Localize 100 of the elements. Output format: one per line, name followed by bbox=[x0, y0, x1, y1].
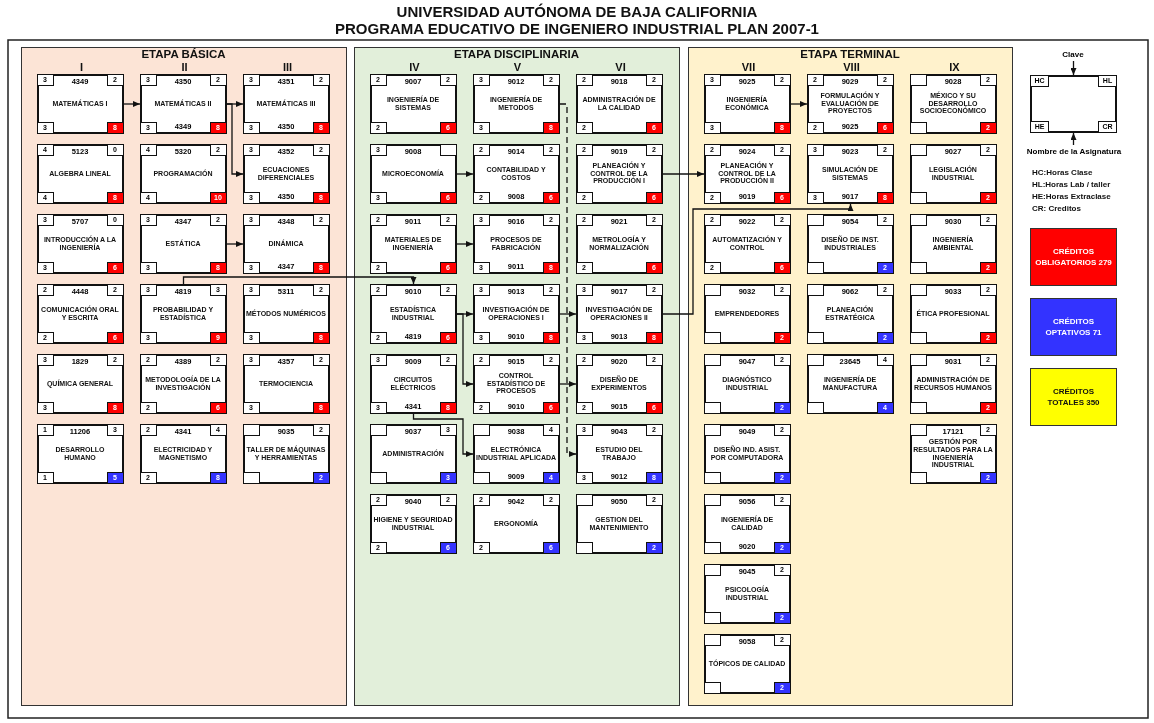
class-hours-cell bbox=[909, 213, 927, 226]
extra-hours-cell bbox=[703, 331, 721, 344]
semester-heading: VI bbox=[614, 61, 627, 73]
arrow bbox=[1070, 60, 1077, 76]
extra-hours-cell bbox=[909, 401, 927, 414]
course-box bbox=[242, 423, 330, 484]
credits-summary-box: CRÉDITOS OBLIGATORIOS 279 bbox=[1030, 228, 1117, 286]
course-box bbox=[703, 633, 791, 694]
class-hours-cell bbox=[909, 283, 927, 296]
course-box bbox=[575, 73, 663, 134]
extra-hours-cell bbox=[703, 681, 721, 694]
legend-note: HC:Horas Clase bbox=[1032, 168, 1094, 177]
extra-hours-cell bbox=[909, 191, 927, 204]
stage-panel bbox=[354, 47, 680, 706]
extra-hours-cell bbox=[369, 471, 387, 484]
class-hours-cell bbox=[806, 353, 824, 366]
course-box bbox=[36, 423, 124, 484]
stage-panel bbox=[21, 47, 347, 706]
class-hours-cell bbox=[703, 493, 721, 506]
arrow bbox=[790, 101, 808, 107]
class-hours-cell bbox=[703, 423, 721, 436]
course-box bbox=[909, 143, 997, 204]
course-box bbox=[139, 283, 227, 344]
semester-heading: V bbox=[512, 61, 523, 73]
arrow bbox=[559, 311, 577, 317]
course-box bbox=[703, 143, 791, 204]
extra-hours-cell bbox=[703, 541, 721, 554]
class-hours-cell bbox=[806, 283, 824, 296]
class-hours-cell bbox=[806, 213, 824, 226]
course-box bbox=[139, 213, 227, 274]
course-box bbox=[575, 213, 663, 274]
course-box bbox=[139, 423, 227, 484]
extra-hours-cell bbox=[909, 261, 927, 274]
class-hours-cell bbox=[909, 143, 927, 156]
course-box bbox=[36, 283, 124, 344]
key-box bbox=[1030, 75, 1117, 133]
arrow bbox=[456, 171, 474, 177]
class-hours-cell bbox=[575, 493, 593, 506]
extra-hours-cell bbox=[909, 121, 927, 134]
extra-hours-cell bbox=[575, 541, 593, 554]
class-hours-cell bbox=[703, 283, 721, 296]
semester-heading: VIII bbox=[842, 61, 861, 73]
course-box bbox=[242, 283, 330, 344]
stage-heading: ETAPA TERMINAL bbox=[799, 48, 901, 60]
course-box bbox=[575, 353, 663, 414]
course-box bbox=[703, 283, 791, 344]
course-box bbox=[909, 73, 997, 134]
arrow bbox=[226, 103, 244, 177]
course-box bbox=[472, 283, 560, 344]
arrow bbox=[456, 241, 474, 247]
course-box bbox=[242, 353, 330, 414]
stage-heading: ETAPA DISCIPLINARIA bbox=[453, 48, 580, 60]
course-box bbox=[139, 73, 227, 134]
course-box bbox=[806, 353, 894, 414]
course-box bbox=[806, 73, 894, 134]
legend-note: CR: Creditos bbox=[1032, 204, 1082, 213]
extra-hours-cell bbox=[806, 331, 824, 344]
class-hours-cell bbox=[703, 563, 721, 576]
course-box bbox=[909, 353, 997, 414]
course-box bbox=[575, 493, 663, 554]
course-box bbox=[36, 353, 124, 414]
course-box bbox=[806, 143, 894, 204]
arrow bbox=[1070, 132, 1077, 146]
subtitle: PROGRAMA EDUCATIVO DE INGENIERO INDUSTRIAL PLAN 2007-1 bbox=[334, 20, 820, 37]
course-box bbox=[242, 213, 330, 274]
course-box bbox=[369, 73, 457, 134]
arrow bbox=[123, 101, 141, 107]
title: UNIVERSIDAD AUTÓNOMA DE BAJA CALIFORNIA bbox=[395, 3, 759, 20]
arrow bbox=[559, 381, 577, 387]
semester-heading: VII bbox=[740, 61, 757, 73]
arrow bbox=[456, 313, 474, 387]
key-caption: Clave bbox=[1061, 49, 1085, 61]
course-box bbox=[369, 353, 457, 414]
legend-note: HE:Horas Extraclase bbox=[1032, 192, 1112, 201]
extra-hours-cell bbox=[703, 401, 721, 414]
arrow bbox=[412, 413, 474, 457]
course-box bbox=[472, 73, 560, 134]
course-box bbox=[806, 213, 894, 274]
course-box bbox=[139, 143, 227, 204]
course-box bbox=[369, 213, 457, 274]
credits-summary-box: CRÉDITOS TOTALES 350 bbox=[1030, 368, 1117, 426]
course-box bbox=[472, 143, 560, 204]
extra-hours-cell bbox=[909, 331, 927, 344]
course-box bbox=[139, 353, 227, 414]
class-hours-cell bbox=[369, 423, 387, 436]
course-box bbox=[472, 493, 560, 554]
class-hours-cell bbox=[703, 353, 721, 366]
extra-hours-cell bbox=[242, 471, 260, 484]
class-hours-cell bbox=[472, 423, 490, 436]
semester-heading: III bbox=[281, 61, 294, 73]
credits-summary-box: CRÉDITOS OPTATIVOS 71 bbox=[1030, 298, 1117, 356]
extra-hours-cell bbox=[703, 611, 721, 624]
course-box bbox=[703, 213, 791, 274]
legend-note: HL:Horas Lab / taller bbox=[1032, 180, 1112, 189]
course-box bbox=[703, 563, 791, 624]
course-box bbox=[575, 423, 663, 484]
course-box bbox=[242, 73, 330, 134]
course-box bbox=[909, 213, 997, 274]
extra-hours-cell bbox=[472, 471, 490, 484]
course-box bbox=[909, 423, 997, 484]
